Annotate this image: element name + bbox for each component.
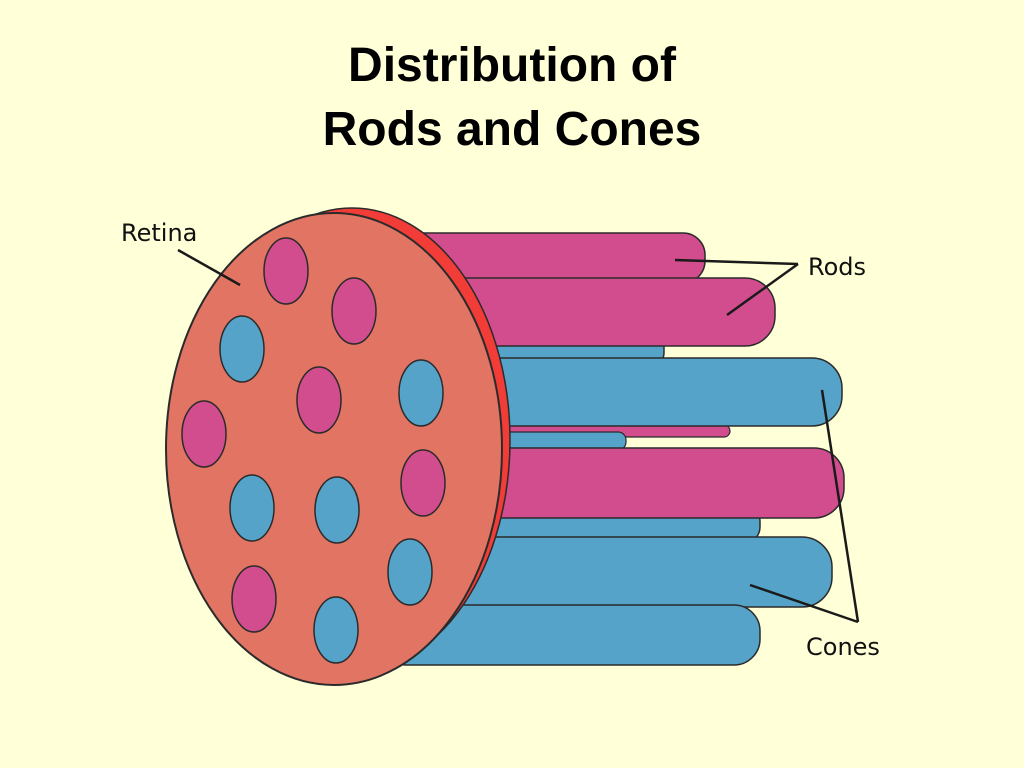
rods-leader-line: [726, 262, 799, 317]
retina-label: Retina: [121, 219, 197, 247]
slide-title: Distribution of Rods and Cones: [0, 34, 1024, 162]
rod-end: [181, 400, 227, 468]
cones-leader-line: [820, 389, 860, 623]
cone-end: [387, 538, 433, 606]
rod-end: [263, 237, 309, 305]
rod-end: [400, 449, 446, 517]
rod-end: [231, 565, 277, 633]
retina-leader-line: [177, 248, 241, 287]
cones-leader-line: [749, 583, 859, 624]
title-line-1: Distribution of: [348, 39, 676, 92]
rod-end: [296, 366, 342, 434]
title-line-2: Rods and Cones: [322, 103, 702, 156]
rod-end: [331, 277, 377, 345]
rods-leader-line: [674, 258, 799, 266]
cone-end: [314, 476, 360, 544]
rods-label: Rods: [808, 253, 866, 281]
cone-end: [313, 596, 359, 664]
cone-end: [219, 315, 265, 383]
cones-label: Cones: [806, 633, 880, 661]
cone-end: [398, 359, 444, 427]
cone-end: [229, 474, 275, 542]
